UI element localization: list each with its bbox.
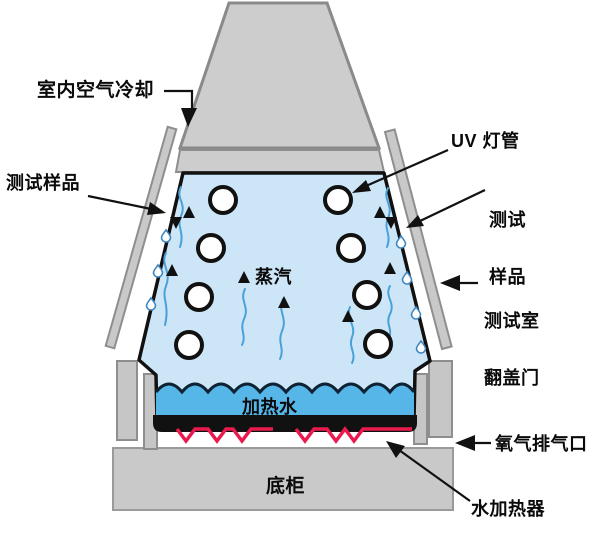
- label-oxygen-vent: 氧气排气口: [495, 434, 588, 454]
- arrowhead-upleft-icon: [386, 441, 405, 458]
- left-door-panel: [104, 125, 178, 350]
- support-columns: [116, 360, 453, 450]
- label-test-sample-right: 测试 样品: [489, 173, 526, 306]
- left-outer-column: [116, 360, 138, 441]
- steam-line: [178, 186, 184, 248]
- arrowhead-downleft-icon: [406, 215, 424, 228]
- steam-down-arrow: [385, 217, 397, 229]
- leader-water-heater: [398, 449, 471, 502]
- leader-test-sample-left: [87, 194, 152, 211]
- uv-lamp-icon: [352, 280, 382, 310]
- right-door-panel: [383, 128, 453, 351]
- label-test-sample-right-line2: 样品: [489, 267, 526, 287]
- arrowhead-left-icon: [455, 435, 475, 451]
- right-outer-column: [428, 360, 453, 438]
- water-pan: [153, 415, 417, 432]
- heated-water: [156, 384, 414, 419]
- droplet-icon: [160, 228, 172, 243]
- droplet-icon: [395, 234, 407, 249]
- label-chamber-door-line1: 测试室: [484, 311, 540, 331]
- steam-up-arrow: [342, 310, 354, 322]
- label-heated-water: 加热水: [242, 397, 298, 417]
- uv-lamp-icon: [336, 233, 366, 263]
- label-chamber-door: 测试室 翻盖门: [484, 274, 540, 407]
- uv-lamp-icon: [208, 185, 238, 215]
- arrowhead-right-icon: [147, 202, 166, 215]
- label-indoor-air-cooling: 室内空气冷却: [37, 80, 155, 101]
- uv-lamps: [174, 185, 393, 360]
- leader-test-sample-right: [419, 189, 486, 222]
- leader-indoor-air-cooling: [164, 89, 194, 109]
- droplet-icon: [410, 305, 422, 320]
- steam-up-arrow: [166, 264, 178, 276]
- steam-up-arrow: [183, 206, 195, 218]
- top-housing: [177, 1, 382, 150]
- label-test-sample-left: 测试样品: [6, 173, 80, 193]
- steam-line: [279, 298, 285, 360]
- label-water-heater: 水加热器: [471, 499, 545, 519]
- droplet-icon: [401, 270, 413, 285]
- steam-line: [163, 252, 169, 326]
- steam-arrows: [166, 206, 397, 322]
- label-steam: 蒸汽: [255, 267, 292, 287]
- base-cabinet: [112, 447, 454, 511]
- heater-zigzag-left: [175, 427, 273, 444]
- label-uv-lamp: UV 灯管: [451, 131, 520, 151]
- droplet-icon: [152, 263, 164, 278]
- steam-up-arrow: [384, 262, 396, 274]
- steam-line: [241, 288, 247, 346]
- arrowhead-left-icon: [440, 275, 460, 291]
- uv-lamp-icon: [184, 282, 214, 312]
- heater-zigzag-right: [294, 426, 412, 444]
- label-test-sample-right-line1: 测试: [489, 210, 526, 230]
- uv-lamp-icon: [363, 329, 393, 359]
- steam-up-arrow: [278, 296, 290, 308]
- steam-line: [387, 285, 393, 340]
- uv-lamp-icon: [174, 330, 204, 360]
- housing-lower-band: [174, 149, 386, 173]
- leader-arrowheads: [147, 108, 475, 458]
- arrowhead-downleft-icon: [352, 180, 371, 193]
- steam-up-arrow: [238, 271, 250, 283]
- uv-lamp-icon: [196, 233, 226, 263]
- uv-lamp-icon: [323, 185, 353, 215]
- arrowhead-down-icon: [181, 108, 197, 127]
- droplet-icon: [415, 339, 427, 354]
- steam-down-arrow: [170, 217, 182, 229]
- steam-up-arrow: [374, 206, 386, 218]
- leader-uv-lamp: [365, 148, 449, 188]
- condensation-droplets: [145, 228, 427, 354]
- water-surface-line: [154, 382, 416, 395]
- label-chamber-door-line2: 翻盖门: [484, 368, 540, 388]
- leader-lines: [87, 89, 491, 502]
- label-cabinet: 底柜: [266, 476, 306, 497]
- droplet-icon: [145, 296, 157, 311]
- heater-element: [175, 426, 412, 444]
